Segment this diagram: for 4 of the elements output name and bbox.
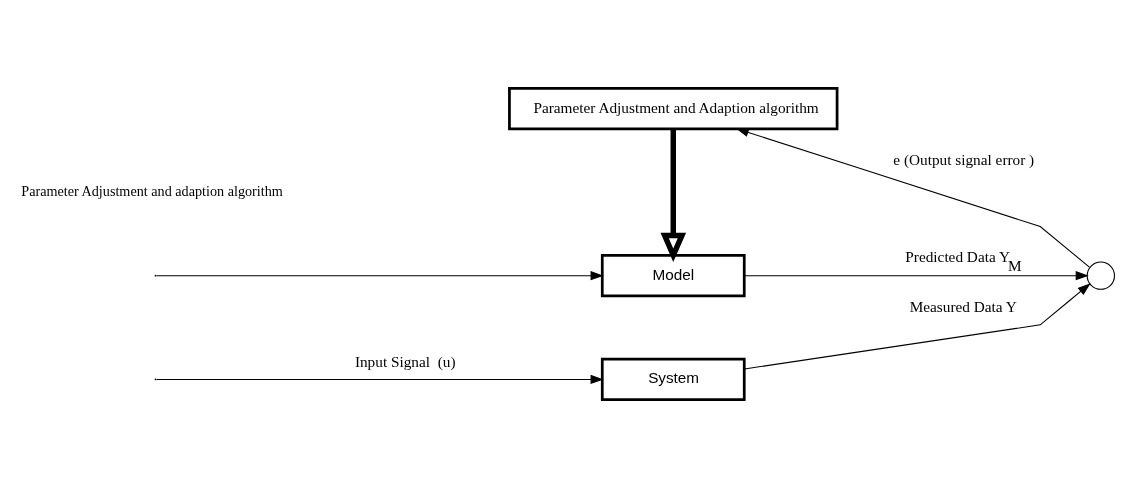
edge-label: Input Signal (u) — [354, 353, 456, 371]
label: Parameter Adjustment and adaption algorithm — [21, 183, 283, 200]
edge-label: Measured Data Y — [909, 298, 1017, 316]
edge-label: e (Output signal error ) — [893, 151, 1035, 169]
